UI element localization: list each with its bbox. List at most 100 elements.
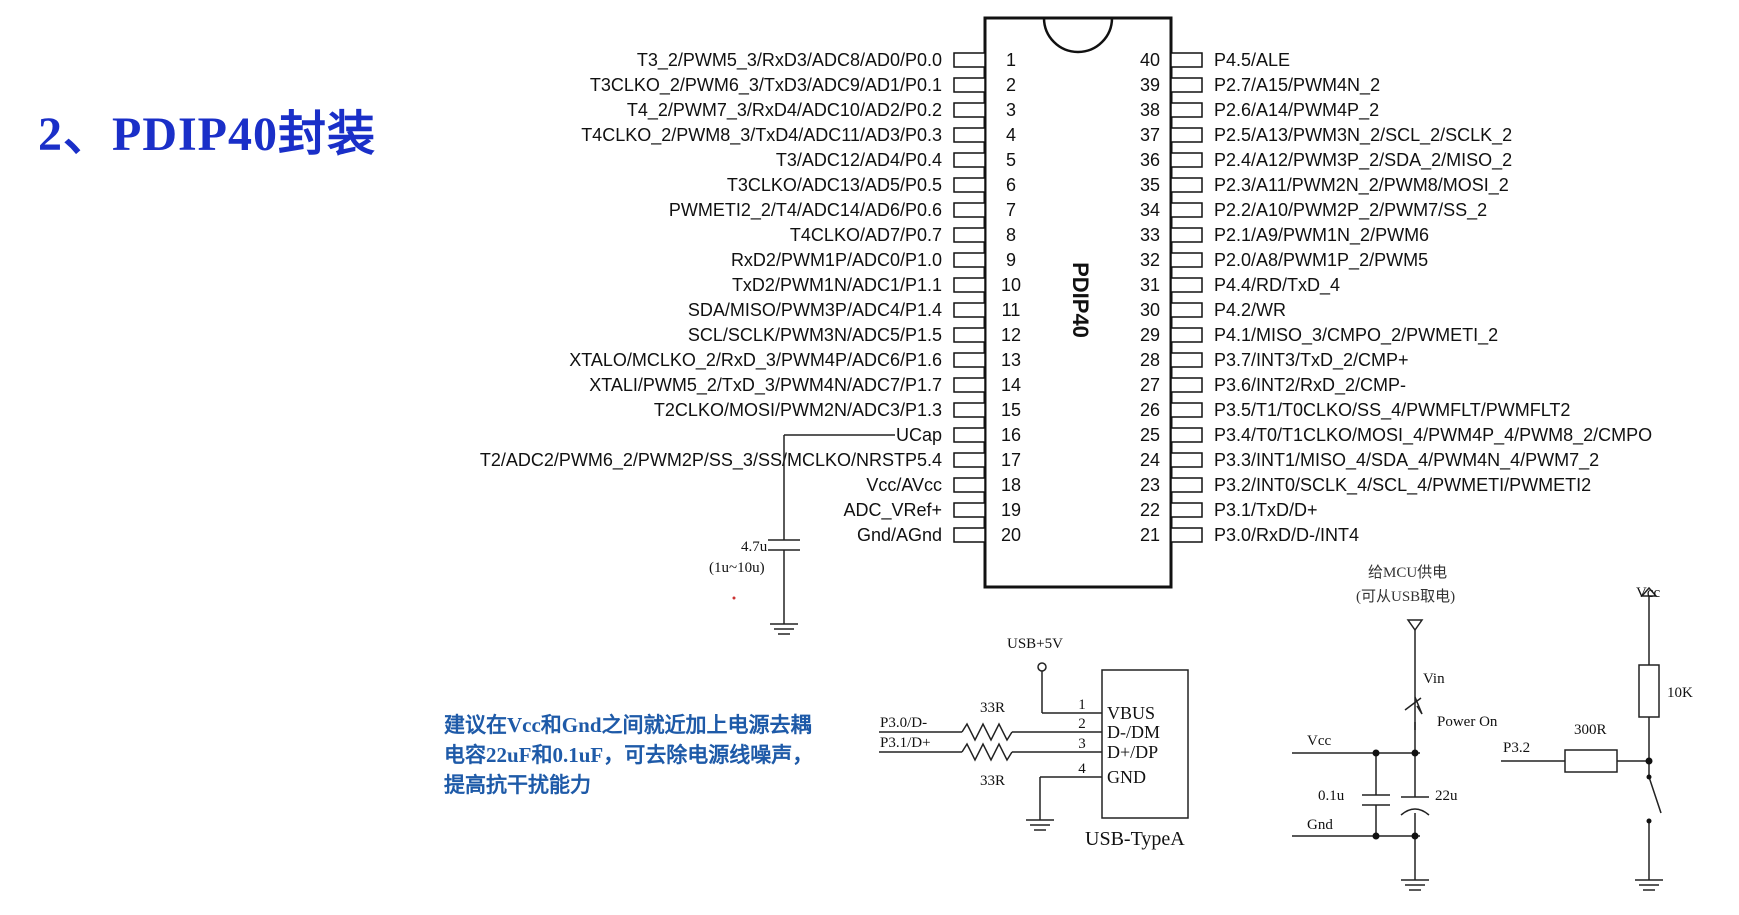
pin-stub	[953, 152, 986, 168]
pin-stub	[953, 402, 986, 418]
pin-number: 19	[1001, 500, 1021, 520]
pin-number: 28	[1140, 350, 1160, 370]
pin-label: P3.0/RxD/D-/INT4	[1214, 525, 1359, 545]
switch-contact	[1646, 818, 1652, 824]
pin-stub	[953, 77, 986, 93]
pin-label: Gnd/AGnd	[857, 525, 942, 545]
pin-label: PWMETI2_2/T4/ADC14/AD6/P0.6	[669, 200, 942, 221]
pin-stub	[1170, 452, 1203, 468]
junction-dot	[1372, 749, 1380, 757]
usb-supply-label: USB+5V	[1007, 636, 1063, 652]
pin-label: P2.7/A15/PWM4N_2	[1214, 75, 1380, 96]
pin-label: RxD2/PWM1P/ADC0/P1.0	[731, 250, 942, 270]
pin-stub	[953, 502, 986, 518]
pin-stub	[1170, 127, 1203, 143]
pin-label: P2.5/A13/PWM3N_2/SCL_2/SCLK_2	[1214, 125, 1512, 146]
pin-label: P3.6/INT2/RxD_2/CMP-	[1214, 375, 1406, 396]
pin-stub	[1170, 77, 1203, 93]
pin-number: 14	[1001, 375, 1021, 395]
pin-label: P2.0/A8/PWM1P_2/PWM5	[1214, 250, 1428, 271]
usb-pin-label: D-/DM	[1107, 722, 1160, 742]
right-pin: 29 P4.1/MISO_3/CMPO_2/PWMETI_2	[1140, 325, 1498, 346]
pin-number: 10	[1001, 275, 1021, 295]
junction-dot	[1372, 832, 1380, 840]
pin-number: 31	[1140, 275, 1160, 295]
right-pin: 26 P3.5/T1/T0CLKO/SS_4/PWMFLT/PWMFLT2	[1140, 400, 1570, 421]
pin-label: P3.7/INT3/TxD_2/CMP+	[1214, 350, 1409, 371]
pin-label: P3.5/T1/T0CLKO/SS_4/PWMFLT/PWMFLT2	[1214, 400, 1570, 421]
pin-number: 17	[1001, 450, 1021, 470]
pin-label: P3.2/INT0/SCLK_4/SCL_4/PWMETI/PWMETI2	[1214, 475, 1591, 496]
pin-stub	[1170, 277, 1203, 293]
usb-pin-label: D+/DP	[1107, 742, 1158, 762]
pin-label: P4.1/MISO_3/CMPO_2/PWMETI_2	[1214, 325, 1498, 346]
usb-sig-dm: P3.0/D-	[880, 715, 927, 731]
pin-stub	[953, 477, 986, 493]
usb-r-top: 33R	[980, 700, 1005, 716]
pin-label: P4.4/RD/TxD_4	[1214, 275, 1340, 296]
pin-number: 6	[1006, 175, 1016, 195]
pin-number: 20	[1001, 525, 1021, 545]
left-pin: 5T3/ADC12/AD4/P0.4	[776, 150, 1016, 170]
pin-stub	[953, 427, 986, 443]
pin-stub	[1170, 52, 1203, 68]
pin-number: 15	[1001, 400, 1021, 420]
pin-number: 37	[1140, 125, 1160, 145]
page-title: 2、PDIP40封装	[38, 108, 376, 161]
usb-r-bottom: 33R	[980, 773, 1005, 789]
pin-number: 29	[1140, 325, 1160, 345]
pin-stub	[1170, 477, 1203, 493]
pin-label: T3CLKO/ADC13/AD5/P0.5	[727, 175, 942, 195]
pin-label: P2.2/A10/PWM2P_2/PWM7/SS_2	[1214, 200, 1487, 221]
pin-label: P2.3/A11/PWM2N_2/PWM8/MOSI_2	[1214, 175, 1509, 196]
pin-label: P4.2/WR	[1214, 300, 1286, 320]
right-pin: 28 P3.7/INT3/TxD_2/CMP+	[1140, 350, 1409, 371]
stray-dot	[732, 596, 736, 600]
pin-stub	[953, 252, 986, 268]
reset-r-pull: 10K	[1667, 685, 1693, 701]
pin-stub	[1170, 302, 1203, 318]
power-c2-label: 22u	[1435, 788, 1458, 804]
pin-label: TxD2/PWM1N/ADC1/P1.1	[732, 275, 942, 295]
usb-sig-dp: P3.1/D+	[880, 735, 931, 751]
pin-label: T4_2/PWM7_3/RxD4/ADC10/AD2/P0.2	[627, 100, 942, 121]
pin-stub	[1170, 227, 1203, 243]
pin-number: 26	[1140, 400, 1160, 420]
pin-number: 35	[1140, 175, 1160, 195]
pin-label: T3/ADC12/AD4/P0.4	[776, 150, 942, 170]
pin-number: 8	[1006, 225, 1016, 245]
pin-stub	[1170, 102, 1203, 118]
usb-pin-number: 2	[1078, 716, 1086, 732]
pin-number: 11	[1002, 300, 1021, 320]
pin-stub	[1170, 252, 1203, 268]
usb-connector-name: USB-TypeA	[1085, 828, 1185, 850]
pin-number: 4	[1006, 125, 1016, 145]
usb-pin-number: 1	[1078, 697, 1086, 713]
pin-label: T3_2/PWM5_3/RxD3/ADC8/AD0/P0.0	[637, 50, 942, 71]
left-pin: 10 TxD2/PWM1N/ADC1/P1.1	[732, 275, 1021, 295]
pin-stub	[953, 177, 986, 193]
pin-number: 16	[1001, 425, 1021, 445]
pin-stub	[953, 277, 986, 293]
pin-number: 40	[1140, 50, 1160, 70]
power-vcc-label: Vcc	[1307, 733, 1331, 749]
pin-stub	[1170, 352, 1203, 368]
pin-label: P2.6/A14/PWM4P_2	[1214, 100, 1379, 121]
power-switch-label: Power On	[1437, 714, 1498, 730]
